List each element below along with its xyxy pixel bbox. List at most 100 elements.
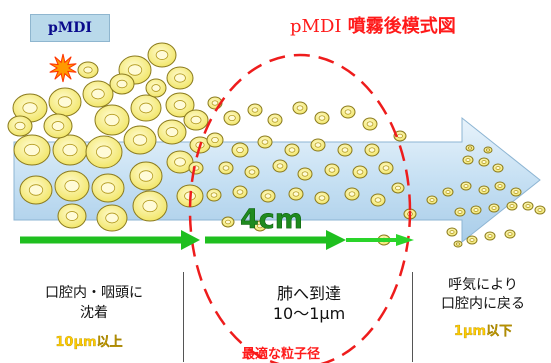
- aerosol-particle-core: [473, 208, 479, 212]
- aerosol-particle-core: [62, 143, 78, 157]
- zone-oral-line1: 口腔内・咽頭に: [45, 285, 143, 301]
- optimal-zone-ellipse: [188, 53, 412, 363]
- aerosol-particle-core: [356, 169, 364, 175]
- aerosol-particle-core: [397, 133, 403, 139]
- title-main: 噴霧後模式図: [347, 16, 456, 37]
- aerosol-particle-core: [139, 102, 153, 114]
- aerosol-particle-core: [211, 136, 219, 144]
- aerosol-particle-core: [292, 191, 300, 197]
- aerosol-particle-core: [24, 143, 40, 157]
- aerosol-particle-core: [301, 171, 309, 177]
- aerosol-particle-core: [28, 184, 44, 196]
- aerosol-particle-core: [318, 115, 326, 121]
- zone-oral-line2: 沈着: [80, 305, 108, 321]
- aerosol-particle-core: [155, 50, 169, 60]
- aerosol-particle-core: [509, 204, 515, 208]
- aerosol-particle-core: [318, 195, 326, 201]
- aerosol-particle-core: [142, 199, 158, 213]
- aerosol-particle-core: [211, 100, 219, 106]
- zone-exhale-line2: 口腔内に戻る: [441, 296, 525, 312]
- aerosol-particle-core: [83, 66, 93, 74]
- aerosol-particle-core: [481, 188, 487, 192]
- aerosol-particle-core: [132, 134, 148, 146]
- aerosol-particle-core: [288, 147, 296, 153]
- aerosol-particle-core: [314, 142, 322, 148]
- zone-lung-description: 肺へ到達 10〜1μm: [236, 284, 382, 324]
- aerosol-particle-core: [495, 166, 501, 170]
- aerosol-particle-core: [264, 193, 272, 199]
- device-label: pMDI: [30, 14, 110, 42]
- aerosol-particle-core: [507, 232, 513, 236]
- aerosol-particle-core: [96, 145, 112, 159]
- aerosol-particle-core: [64, 179, 80, 193]
- aerosol-particle-core: [368, 147, 376, 153]
- aerosol-particle-core: [14, 121, 26, 131]
- aerosol-particle-core: [525, 204, 531, 208]
- zone-lung-line2: 10〜1μm: [272, 304, 346, 323]
- zone-separator: [183, 272, 184, 362]
- zone-separator: [412, 272, 413, 362]
- zone-oral-size: 10μm以上: [55, 335, 123, 350]
- aerosol-particle-core: [271, 117, 279, 123]
- aerosol-particle-core: [537, 208, 543, 212]
- aerosol-particle-core: [261, 139, 269, 145]
- optimal-particle-size-note: 最適な粒子径: [242, 347, 321, 362]
- aerosol-particle-core: [65, 211, 79, 221]
- aerosol-particle-core: [248, 169, 256, 175]
- aerosol-particle-core: [382, 165, 390, 171]
- aerosol-particle-core: [116, 79, 128, 89]
- aerosol-particle-core: [497, 184, 503, 188]
- aerosol-particle-core: [276, 163, 284, 169]
- zone-exhale-description: 呼気により 口腔内に戻る: [418, 276, 548, 314]
- aerosol-particle-core: [395, 185, 401, 191]
- aerosol-particle-core: [449, 230, 455, 234]
- zone-lung-line1: 肺へ到達: [276, 284, 341, 303]
- aerosol-particle-core: [138, 170, 154, 182]
- distance-label: 4cm: [240, 204, 303, 236]
- zone-exhale-size: 1μm以下: [453, 324, 513, 339]
- aerosol-particle-core: [22, 102, 38, 114]
- aerosol-particle-core: [236, 189, 244, 195]
- aerosol-particle-core: [257, 223, 263, 229]
- aerosol-particle-core: [105, 212, 119, 224]
- aerosol-particle-core: [469, 238, 475, 242]
- aerosol-particle-core: [225, 219, 231, 225]
- aerosol-particle-core: [485, 148, 491, 152]
- distance-arrow: [20, 230, 414, 250]
- aerosol-particle-core: [491, 206, 497, 210]
- aerosol-particle-core: [91, 88, 105, 100]
- aerosol-particle-core: [210, 192, 218, 198]
- aerosol-particle-core: [455, 242, 461, 246]
- aerosol-particle-core: [236, 146, 244, 154]
- aerosol-particle-core: [104, 113, 120, 127]
- aerosol-particle-core: [465, 158, 471, 162]
- aerosol-particle-core: [513, 190, 519, 194]
- aerosol-particle-core: [127, 64, 143, 76]
- aerosol-particle-core: [100, 182, 116, 194]
- aerosol-particle-core: [348, 191, 356, 197]
- diagram-title: pMDI 噴霧後模式図: [290, 12, 456, 38]
- aerosol-particle-core: [57, 96, 73, 108]
- aerosol-particle-core: [174, 73, 186, 83]
- aerosol-particle-core: [251, 107, 259, 113]
- aerosol-particle-core: [481, 160, 487, 164]
- aerosol-particle-core: [174, 157, 186, 167]
- aerosol-particle-core: [341, 147, 349, 153]
- aerosol-particle-core: [487, 234, 493, 238]
- aerosol-particle-core: [228, 114, 236, 122]
- aerosol-particle-core: [344, 109, 352, 115]
- aerosol-particle-core: [51, 121, 65, 131]
- aerosol-particle-core: [457, 210, 463, 214]
- aerosol-particle-core: [165, 127, 179, 137]
- aerosol-particle-core: [296, 105, 304, 111]
- spray-burst-icon: [49, 53, 77, 83]
- aerosol-particle-core: [467, 146, 473, 150]
- aerosol-particle-core: [328, 167, 336, 173]
- aerosol-particle-core: [190, 115, 202, 125]
- aerosol-particle-core: [445, 190, 451, 194]
- zone-oral-description: 口腔内・咽頭に 沈着: [14, 283, 174, 323]
- aerosol-particle-core: [151, 84, 161, 92]
- aerosol-particle-core: [463, 184, 469, 188]
